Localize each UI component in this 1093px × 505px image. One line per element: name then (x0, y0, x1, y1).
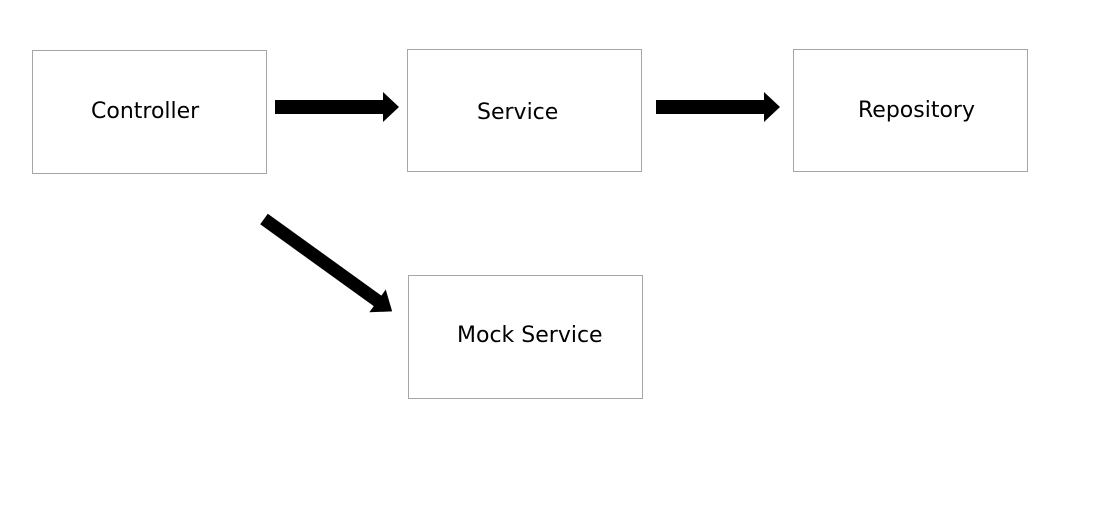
controller-label: Controller (91, 99, 200, 124)
arrow-controller-to-mock-service (260, 213, 393, 313)
controller-node: Controller (32, 50, 267, 174)
repository-node: Repository (793, 49, 1028, 172)
mock-service-node: Mock Service (408, 275, 643, 399)
arrow-service-to-repository (656, 92, 780, 122)
service-node: Service (407, 49, 642, 172)
mock-service-label: Mock Service (457, 323, 603, 348)
arrow-controller-to-service (275, 92, 399, 122)
service-label: Service (477, 100, 559, 125)
repository-label: Repository (858, 98, 975, 123)
